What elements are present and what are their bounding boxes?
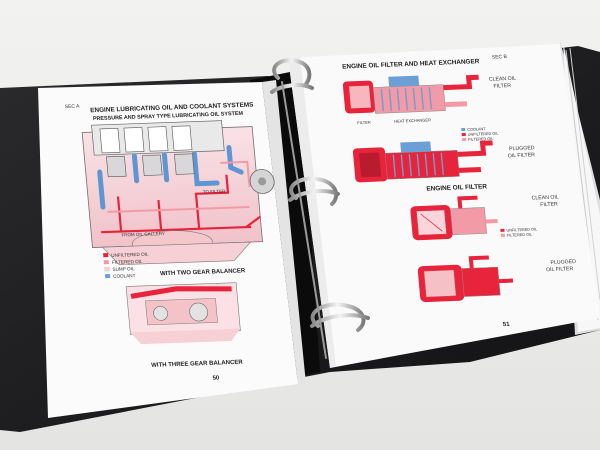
right-page: SEC B ENGINE OIL FILTER AND HEAT EXCHANG… [288, 44, 600, 368]
label-clean-oil-filter-2b: FILTER [540, 202, 558, 209]
three-gear-balancer-diagram [125, 282, 241, 345]
left-page-number: 50 [212, 376, 220, 382]
right-page-tag: SEC B [492, 54, 508, 61]
left-title-line2: PRESSURE AND SPRAY TYPE LUBRICATING OIL … [93, 111, 244, 122]
svg-text:FILTERED OIL: FILTERED OIL [507, 233, 533, 238]
svg-text:FILTERED OIL: FILTERED OIL [112, 259, 143, 265]
binder-rings [270, 58, 370, 359]
heat-exchanger-clean-diagram: FILTER HEAT EXCHANGER [342, 74, 479, 126]
label-clean-oil-filter-1b: FILTER [493, 83, 511, 90]
right-legend-2: UNFILTERED OIL FILTERED OIL [500, 227, 537, 238]
left-page-tag: SEC A [65, 104, 81, 111]
ring-middle [289, 176, 339, 206]
svg-text:UNFILTERED OIL: UNFILTERED OIL [506, 227, 537, 232]
right-legend-1: COOLANT UNFILTERED OIL FILTERED OIL [461, 127, 499, 142]
label-clean-oil-filter-1: CLEAN OIL [489, 76, 517, 83]
oil-filter-clean-diagram [410, 195, 498, 241]
ring-bottom [310, 302, 366, 332]
callout-oil-gallery: FROM OIL GALLERY [121, 231, 165, 238]
caption-two-gear-balancer: WITH TWO GEAR BALANCER [160, 268, 246, 277]
label-plugged-oil-filter-2: PLUGGED [550, 259, 576, 266]
left-page: SEC A ENGINE LUBRICATING OIL AND COOLANT… [38, 80, 306, 418]
svg-text:FILTERED OIL: FILTERED OIL [468, 137, 494, 142]
right-page-number: 51 [503, 322, 511, 328]
oil-filter-plugged-diagram [417, 255, 514, 303]
svg-text:UNFILTERED OIL: UNFILTERED OIL [111, 252, 149, 258]
svg-text:COOLANT: COOLANT [467, 127, 486, 132]
right-title-2: ENGINE OIL FILTER [426, 183, 487, 192]
svg-text:FILTER: FILTER [357, 120, 371, 126]
label-plugged-oil-filter-1: PLUGGED [509, 145, 535, 152]
heat-exchanger-plugged-diagram [352, 140, 493, 183]
left-legend: UNFILTERED OIL FILTERED OIL SUMP OIL COO… [103, 252, 149, 279]
label-clean-oil-filter-2: CLEAN OIL [531, 194, 559, 201]
label-plugged-oil-filter-2b: OIL FILTER [546, 266, 574, 273]
callout-to-filter: TO FILTER [203, 189, 227, 195]
svg-text:HEAT EXCHANGER: HEAT EXCHANGER [394, 117, 431, 123]
svg-text:SUMP OIL: SUMP OIL [112, 266, 135, 272]
caption-three-gear-balancer: WITH THREE GEAR BALANCER [151, 360, 244, 369]
engine-cutaway-diagram: TO FILTER FROM OIL GALLERY [81, 120, 275, 265]
ring-top [272, 58, 312, 86]
svg-text:COOLANT: COOLANT [113, 273, 136, 279]
svg-text:UNFILTERED OIL: UNFILTERED OIL [468, 132, 499, 137]
label-plugged-oil-filter-1b: OIL FILTER [508, 152, 536, 159]
